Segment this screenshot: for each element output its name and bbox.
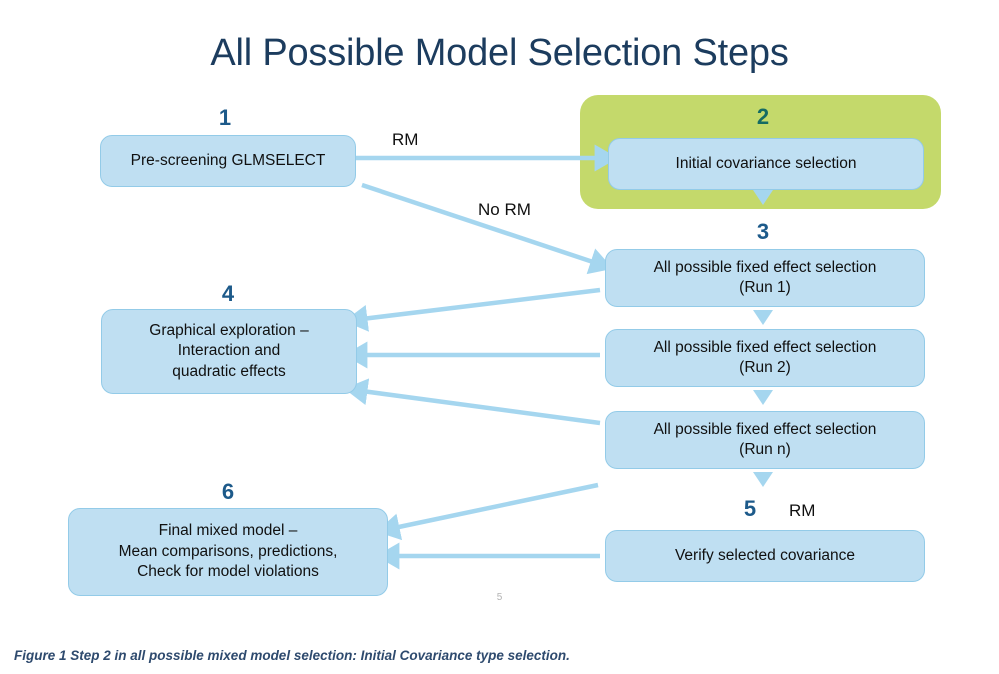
edge-label-rm-step5: RM [789, 501, 816, 520]
arrow-run2-to-runn-icon [753, 390, 773, 405]
slide-page-number: 5 [496, 592, 503, 603]
step-number-1: 1 [218, 105, 232, 130]
step-box-3-run-n-line-2: (Run n) [739, 441, 791, 458]
step-box-4-line-3: quadratic effects [172, 362, 286, 380]
step-box-6-line-3: Check for model violations [137, 563, 319, 581]
step-box-3-run-1-line-2: (Run 1) [739, 279, 791, 296]
step-box-3-run-1[interactable]: All possible fixed effect selection (Run… [605, 249, 925, 307]
step-box-1-line-1: Pre-screening GLMSELECT [130, 151, 326, 169]
step-number-3: 3 [756, 219, 770, 244]
step-box-6-line-1: Final mixed model – [158, 522, 298, 540]
step-box-3-run-2-line-2: (Run 2) [739, 359, 791, 376]
step-box-2-line-1: Initial covariance selection [675, 154, 857, 172]
step-box-3-run-1-line-1: All possible fixed effect selection [653, 258, 877, 276]
arrow-runn-to-verify-icon [753, 472, 773, 487]
edge-label-no-rm: No RM [478, 200, 531, 219]
step-box-5-line-1: Verify selected covariance [674, 546, 856, 564]
step-box-5[interactable]: Verify selected covariance [605, 530, 925, 582]
step-box-6[interactable]: Final mixed model – Mean comparisons, pr… [68, 508, 388, 596]
step-box-3-run-n-line-1: All possible fixed effect selection [653, 420, 877, 438]
arrow-runn-to-step4 [344, 378, 601, 426]
step-box-3-run-2[interactable]: All possible fixed effect selection (Run… [605, 329, 925, 387]
arrow-run1-to-run2-icon [753, 310, 773, 325]
step-number-6: 6 [221, 479, 235, 504]
slide-canvas: All Possible Model Selection Steps [68, 32, 941, 603]
step-number-5: 5 [743, 496, 757, 521]
step-box-1[interactable]: Pre-screening GLMSELECT [100, 135, 356, 187]
figure-caption: Figure 1 Step 2 in all possible mixed mo… [14, 648, 570, 663]
step-number-2: 2 [756, 104, 770, 129]
step-box-3-run-2-line-1: All possible fixed effect selection [653, 338, 877, 356]
step-box-4[interactable]: Graphical exploration – Interaction and … [101, 309, 357, 394]
step-number-4: 4 [221, 281, 235, 306]
step-box-3-run-n[interactable]: All possible fixed effect selection (Run… [605, 411, 925, 469]
arrow-step1-to-step3 [361, 182, 614, 275]
edge-label-rm-top: RM [392, 130, 419, 149]
step-box-6-line-2: Mean comparisons, predictions, [118, 542, 338, 560]
step-box-4-line-1: Graphical exploration – [149, 321, 309, 339]
arrow-runn-to-step6 [376, 482, 599, 541]
arrow-run1-to-step4 [344, 287, 601, 332]
step-box-4-line-2: Interaction and [177, 342, 281, 360]
page-title: All Possible Model Selection Steps [210, 32, 789, 74]
step-box-2[interactable]: Initial covariance selection [608, 138, 924, 190]
